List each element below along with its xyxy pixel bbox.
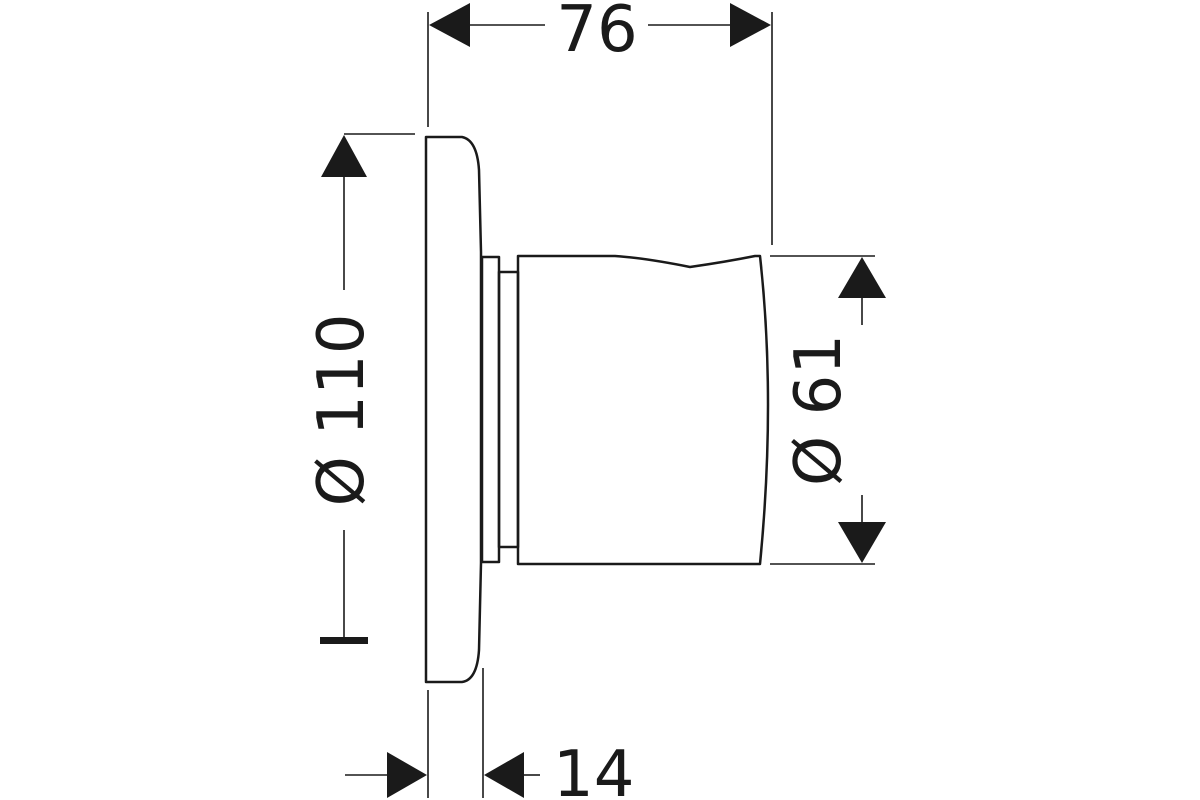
dimension-plate-thickness: 14: [345, 668, 634, 800]
wall-plate-outline: [424, 135, 483, 684]
dimension-handle-diameter: Ø 61: [770, 255, 886, 565]
arrowhead-right-pointing-left: [484, 752, 524, 798]
arrowhead-top: [838, 257, 886, 298]
handle-knob-outline: [516, 254, 770, 566]
collar-ring-outline: [480, 255, 501, 564]
arrowhead-left-pointing-right: [387, 752, 427, 798]
dimension-label-14: 14: [553, 738, 634, 800]
arrowhead-top: [321, 135, 367, 177]
collar-inner-outline: [497, 270, 520, 549]
dimension-label-handle-diameter: Ø 61: [782, 334, 856, 486]
dimension-terminator-bottom: [320, 637, 368, 644]
dimension-label-76: 76: [556, 0, 637, 67]
arrowhead-right: [730, 3, 771, 47]
arrowhead-bottom: [838, 522, 886, 563]
dimension-overall-depth: 76: [427, 0, 773, 245]
dimension-label-plate-diameter: Ø 110: [305, 314, 379, 507]
dimension-plate-diameter: Ø 110: [305, 133, 415, 644]
arrowhead-left: [429, 3, 470, 47]
part-outline: [424, 135, 770, 684]
